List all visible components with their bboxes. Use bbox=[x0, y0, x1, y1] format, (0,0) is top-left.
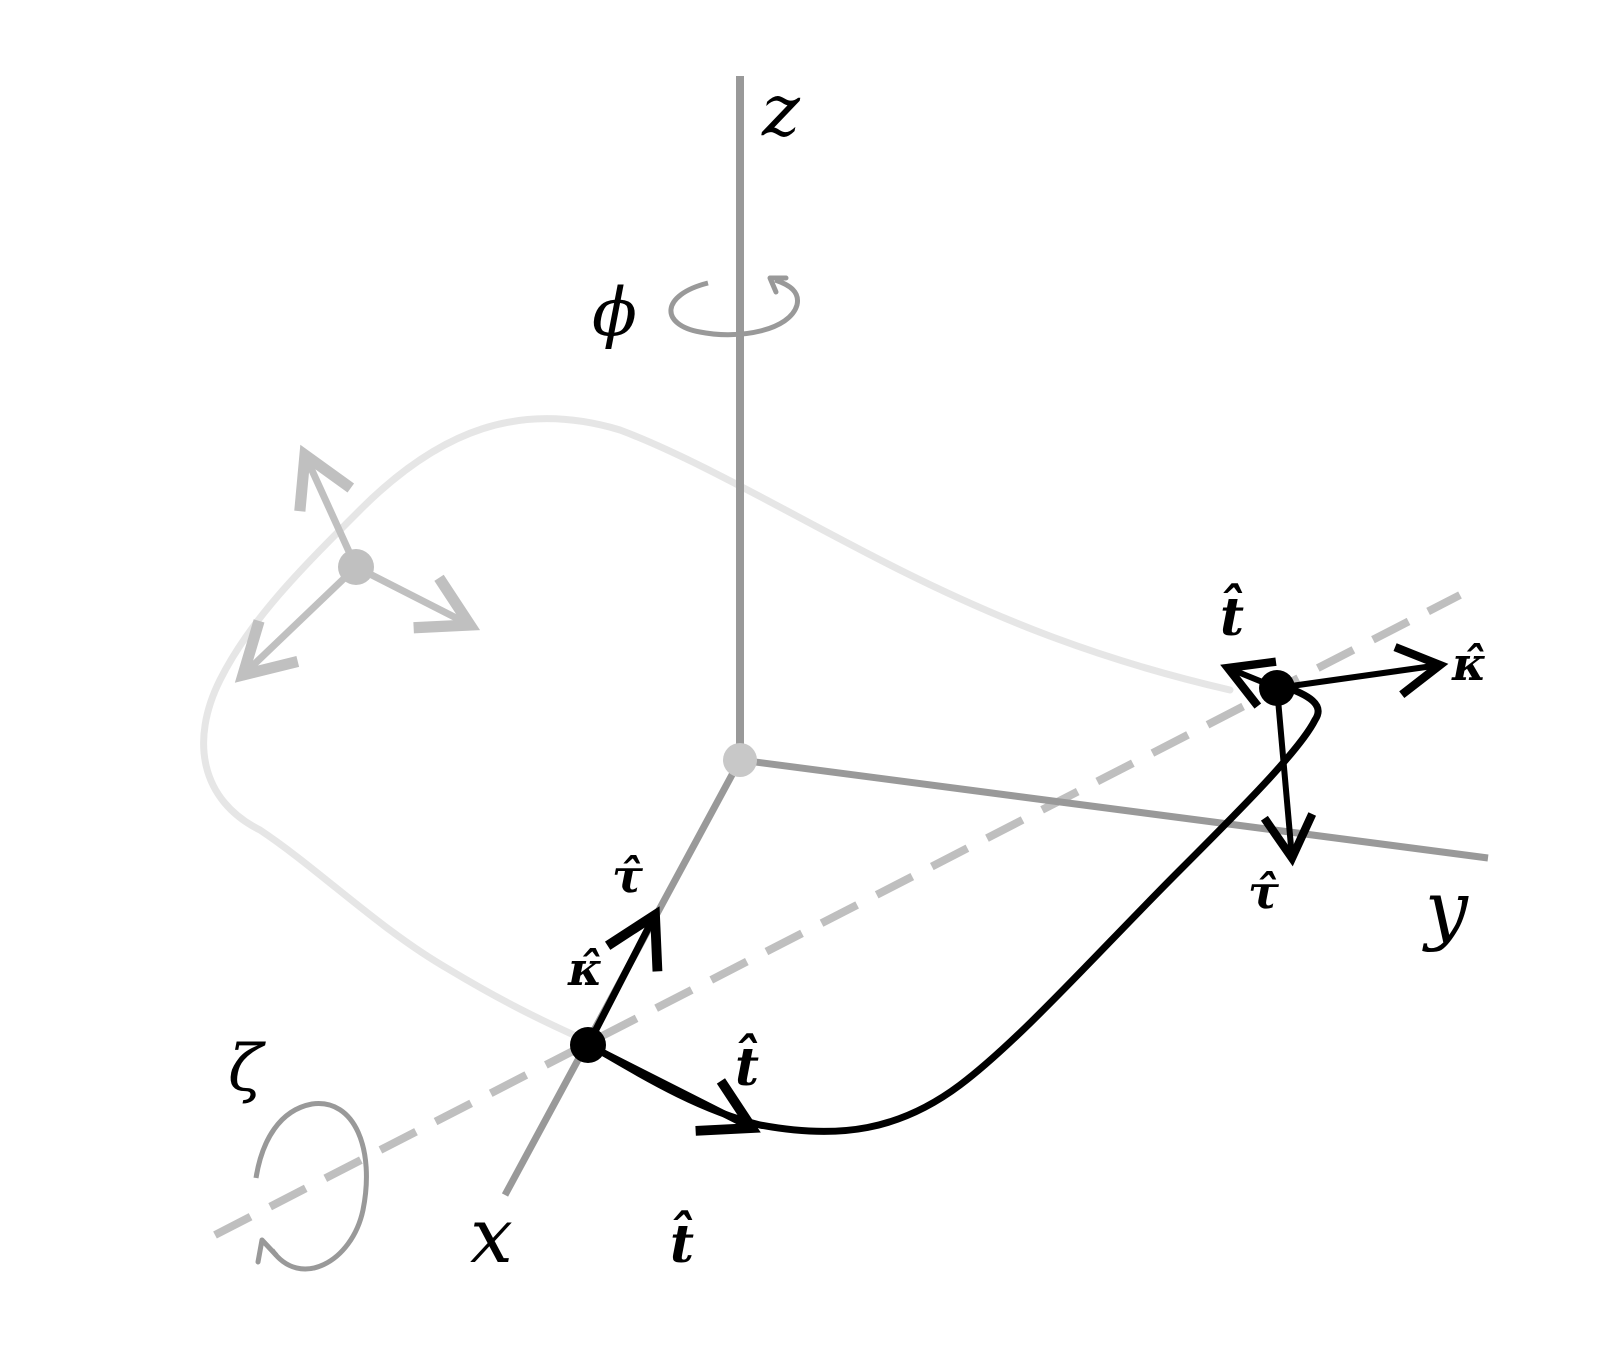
start-kappa-label: κ̂ bbox=[567, 942, 602, 996]
end-t-label: t̂ bbox=[1220, 584, 1244, 648]
end-kappa-label: κ̂ bbox=[1451, 637, 1486, 691]
end-tau-label: τ̂ bbox=[1248, 865, 1279, 919]
ghost-frame bbox=[234, 444, 481, 683]
zeta-rotation-icon bbox=[253, 1101, 369, 1272]
y-axis bbox=[739, 756, 1489, 862]
origin-point bbox=[723, 743, 757, 777]
phi-label: ϕ bbox=[592, 274, 637, 351]
dashed-rotation-axis bbox=[213, 591, 1462, 1239]
y-axis-label: y bbox=[1422, 864, 1469, 953]
active-curve bbox=[586, 681, 1322, 1135]
ghost-curve bbox=[200, 415, 1234, 1044]
extra-t-label: t̂ bbox=[670, 1211, 694, 1275]
end-frame bbox=[1220, 643, 1449, 867]
zeta-label: ζ bbox=[228, 1032, 266, 1106]
start-t-label: t̂ bbox=[735, 1034, 759, 1098]
start-tau-label: τ̂ bbox=[612, 849, 643, 903]
phi-rotation-icon bbox=[668, 277, 801, 338]
z-axis-label: z bbox=[761, 68, 801, 152]
start-frame bbox=[570, 906, 761, 1136]
x-axis-label: x bbox=[470, 1191, 513, 1280]
